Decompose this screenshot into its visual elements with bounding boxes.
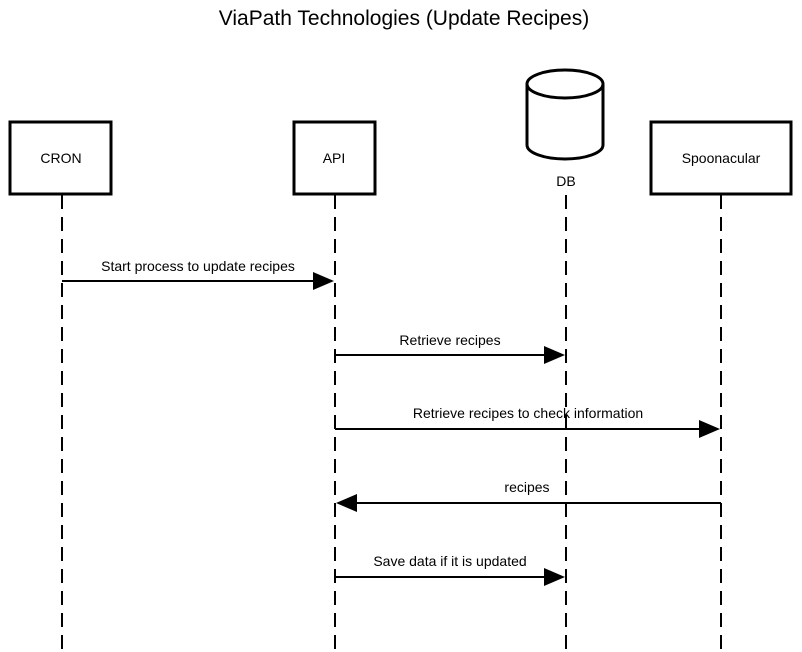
message-3-arrowhead	[699, 420, 720, 438]
message-4-arrowhead	[336, 494, 357, 512]
message-5-arrowhead	[544, 568, 565, 586]
message-4: recipes	[336, 479, 721, 512]
message-2-label: Retrieve recipes	[399, 332, 500, 348]
participant-db-label: DB	[556, 173, 575, 189]
participant-api-label: API	[323, 150, 346, 166]
message-1: Start process to update recipes	[62, 258, 334, 290]
diagram-title: ViaPath Technologies (Update Recipes)	[219, 7, 589, 30]
participant-cron: CRON	[8, 120, 113, 196]
participant-spoonacular-box	[649, 120, 793, 196]
participant-db: DB	[525, 68, 605, 189]
participant-cron-label: CRON	[40, 150, 81, 166]
message-4-label: recipes	[504, 479, 549, 495]
message-1-arrowhead	[313, 272, 334, 290]
message-2: Retrieve recipes	[335, 332, 565, 364]
message-2-arrowhead	[544, 346, 565, 364]
participant-cron-box	[8, 120, 113, 196]
participant-api: API	[292, 120, 377, 196]
participant-api-box	[292, 120, 377, 196]
message-1-label: Start process to update recipes	[101, 258, 295, 274]
message-3: Retrieve recipes to check information	[335, 405, 720, 438]
message-5: Save data if it is updated	[335, 553, 565, 586]
participant-spoonacular: Spoonacular	[649, 120, 793, 196]
participant-spoonacular-label: Spoonacular	[682, 150, 761, 166]
message-5-label: Save data if it is updated	[373, 553, 526, 569]
database-icon	[525, 68, 605, 161]
message-3-label: Retrieve recipes to check information	[413, 405, 643, 421]
